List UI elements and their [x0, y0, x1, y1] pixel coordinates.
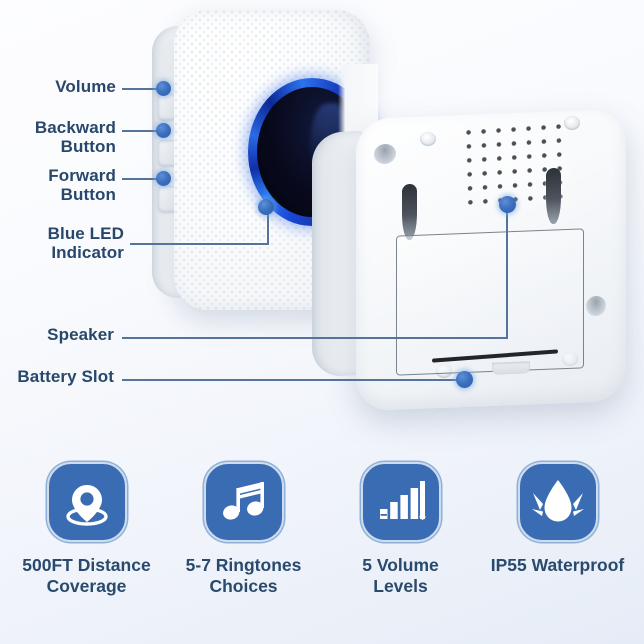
volume-bars-icon: [375, 476, 427, 528]
wall-mount-keyhole-right: [546, 167, 561, 225]
feature-strip: 500FT Distance Coverage 5-7 Ringtones Ch…: [0, 462, 644, 644]
callout-label-battery-slot: Battery Slot: [17, 367, 114, 386]
feature-tile-volume: [360, 462, 441, 542]
feature-tile-waterproof: [517, 462, 598, 542]
callout-dot-blue-led-indicator: [258, 199, 274, 215]
feature-waterproof: IP55 Waterproof: [483, 462, 633, 576]
feature-tile-ringtones: [203, 462, 284, 542]
callout-line-backward-button: [122, 130, 160, 132]
callout-label-backward-button: Backward Button: [34, 118, 116, 156]
feature-volume-levels: 5 Volume Levels: [326, 462, 476, 597]
music-notes-icon: [218, 476, 270, 528]
screw-boss-top-right: [564, 116, 580, 130]
feature-ringtones: 5-7 Ringtones Choices: [169, 462, 319, 597]
feature-caption-distance: 500FT Distance Coverage: [22, 555, 151, 596]
wall-mount-keyhole-left: [402, 183, 417, 241]
callout-line-battery-slot: [122, 379, 460, 381]
chime-back-unit: [312, 108, 640, 428]
callout-line-speaker-vertical: [506, 208, 508, 339]
callout-label-blue-led-indicator: Blue LED Indicator: [47, 224, 124, 262]
screw-boss-bottom-left: [436, 364, 452, 378]
feature-tile-distance: [46, 462, 127, 542]
location-pin-icon: [60, 475, 114, 529]
callout-line-volume: [122, 88, 160, 90]
battery-door-tab: [492, 361, 530, 375]
callout-line-speaker-horizontal: [122, 337, 508, 339]
callout-dot-battery-slot: [456, 371, 473, 388]
callout-line-blue-led-horizontal: [130, 243, 269, 245]
feature-distance-coverage: 500FT Distance Coverage: [12, 462, 162, 597]
callout-line-forward-button: [122, 178, 160, 180]
callout-dot-forward-button: [156, 171, 171, 186]
feature-caption-ringtones: 5-7 Ringtones Choices: [185, 555, 302, 596]
callout-dot-backward-button: [156, 123, 171, 138]
callout-dot-volume: [156, 81, 171, 96]
feature-caption-waterproof: IP55 Waterproof: [490, 555, 625, 575]
callout-dot-speaker: [499, 196, 516, 213]
water-droplet-icon: [531, 475, 585, 529]
screw-boss-bottom-right: [562, 352, 578, 366]
feature-caption-volume: 5 Volume Levels: [362, 555, 439, 596]
callout-line-blue-led-vertical: [267, 212, 269, 244]
callout-label-speaker: Speaker: [47, 325, 114, 344]
callout-label-volume: Volume: [55, 77, 116, 96]
callout-label-forward-button: Forward Button: [48, 166, 116, 204]
screw-boss-top-left: [420, 132, 436, 146]
